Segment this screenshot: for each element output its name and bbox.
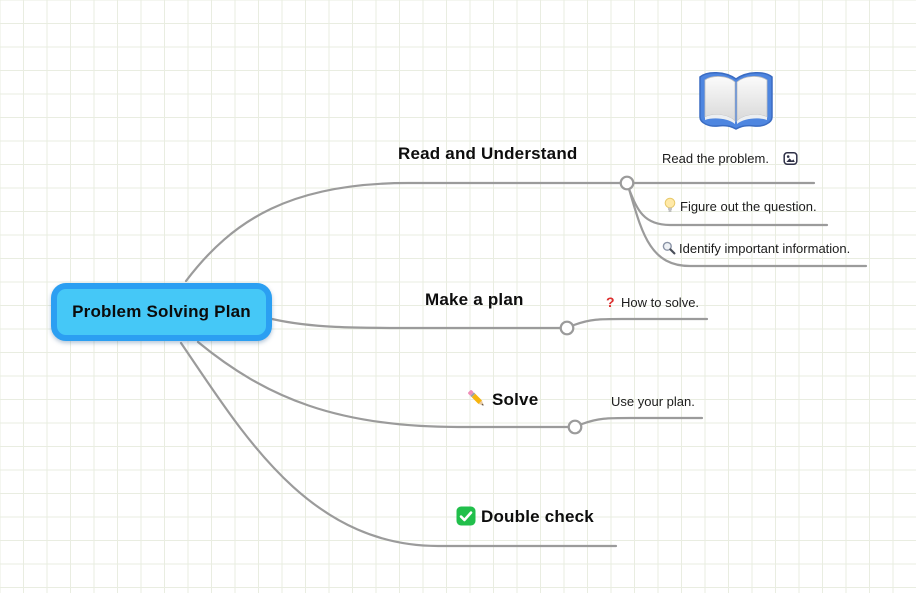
subtopic-read-the-problem[interactable]: Read the problem. (662, 151, 769, 166)
branch-line-use-your-plan (580, 416, 704, 426)
branch-line-double-check (179, 341, 618, 548)
subtopic-figure-out-question[interactable]: Figure out the question. (680, 199, 817, 214)
branch-line-how-to-solve (572, 317, 709, 327)
branch-line-make-plan (270, 317, 562, 330)
subtopic-how-to-solve[interactable]: How to solve. (621, 295, 700, 310)
root-topic[interactable]: Problem Solving Plan (51, 283, 272, 341)
branch-line-solve (196, 340, 570, 429)
topic-solve[interactable]: Solve (492, 390, 539, 409)
collapse-toggle-read-understand[interactable] (619, 175, 635, 191)
topic-make-a-plan[interactable]: Make a plan (425, 290, 524, 309)
magnifying-glass-icon (662, 241, 676, 255)
collapse-toggle-make-plan[interactable] (559, 320, 575, 336)
branch-line-identify-info (627, 187, 868, 268)
branch-line-read-understand (184, 181, 622, 283)
pencil-icon (468, 390, 484, 406)
topic-double-check[interactable]: Double check (481, 507, 594, 526)
subtopic-use-your-plan[interactable]: Use your plan. (611, 394, 695, 409)
light-bulb-icon (664, 197, 676, 212)
image-attachment-icon[interactable] (783, 151, 798, 166)
red-question-mark-icon: ? (606, 294, 615, 310)
open-book-image[interactable] (695, 68, 777, 132)
root-topic-label: Problem Solving Plan (72, 302, 251, 321)
subtopic-identify-information[interactable]: Identify important information. (679, 241, 851, 256)
topic-read-and-understand[interactable]: Read and Understand (398, 144, 578, 163)
collapse-toggle-solve[interactable] (567, 419, 583, 435)
check-mark-button-icon (456, 506, 476, 526)
